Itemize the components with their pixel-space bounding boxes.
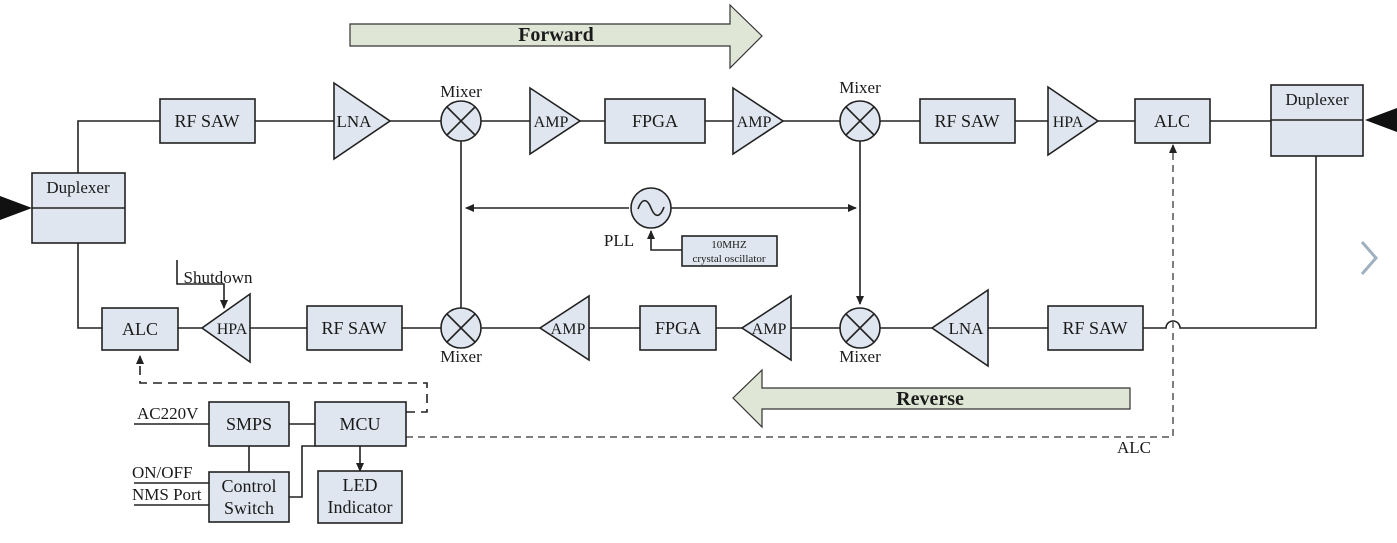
- svg-text:Mixer: Mixer: [839, 347, 881, 366]
- on-off-label: ON/OFF: [132, 463, 192, 482]
- svg-text:Mixer: Mixer: [839, 78, 881, 97]
- svg-text:RF SAW: RF SAW: [934, 111, 999, 131]
- svg-text:AMP: AMP: [534, 114, 569, 131]
- control-wires: [134, 423, 364, 506]
- mixer-forward-2: Mixer: [839, 78, 881, 142]
- input-port-arrow: [0, 196, 32, 220]
- chevron-right-icon[interactable]: [1360, 241, 1378, 275]
- svg-text:LNA: LNA: [949, 319, 985, 338]
- lna-reverse: LNA: [930, 288, 989, 368]
- alc-reverse: ALC: [101, 307, 179, 351]
- svg-text:crystal oscillator: crystal oscillator: [692, 253, 765, 265]
- svg-text:FPGA: FPGA: [655, 318, 701, 338]
- rf-saw-reverse-1: RF SAW: [306, 305, 403, 351]
- svg-text:10MHZ: 10MHZ: [711, 239, 747, 251]
- fpga-reverse: FPGA: [639, 305, 717, 351]
- svg-text:ALC: ALC: [1117, 438, 1151, 457]
- amp-reverse-2: AMP: [740, 294, 792, 362]
- led-indicator: LED Indicator: [317, 470, 403, 524]
- reverse-wires: [77, 156, 1317, 329]
- svg-text:Switch: Switch: [224, 498, 274, 518]
- svg-text:PLL: PLL: [604, 231, 634, 250]
- svg-text:Indicator: Indicator: [328, 497, 393, 517]
- alc-forward: ALC: [1134, 98, 1211, 144]
- shutdown-control: Shutdown: [176, 260, 253, 309]
- svg-text:RF SAW: RF SAW: [174, 111, 239, 131]
- smps: SMPS: [208, 401, 290, 447]
- duplexer-right: Duplexer: [1270, 84, 1364, 157]
- svg-text:Duplexer: Duplexer: [1285, 90, 1349, 109]
- svg-text:MCU: MCU: [339, 414, 380, 434]
- amp-forward-2: AMP: [732, 86, 785, 156]
- svg-text:RF SAW: RF SAW: [1062, 318, 1127, 338]
- ac-input-label: AC220V: [137, 404, 199, 423]
- rf-saw-reverse-2: RF SAW: [1047, 305, 1144, 351]
- svg-text:SMPS: SMPS: [226, 414, 272, 434]
- forward-arrow: Forward: [349, 3, 763, 70]
- svg-text:Control: Control: [221, 476, 276, 496]
- svg-text:FPGA: FPGA: [632, 111, 678, 131]
- svg-text:HPA: HPA: [217, 321, 248, 338]
- nms-port-label: NMS Port: [132, 485, 202, 504]
- control-switch: Control Switch: [208, 471, 290, 523]
- crystal-oscillator: 10MHZ crystal oscillator: [681, 235, 778, 267]
- rf-saw-forward-2: RF SAW: [919, 98, 1016, 144]
- svg-text:HPA: HPA: [1053, 114, 1084, 131]
- hpa-reverse: HPA: [200, 292, 251, 364]
- reverse-arrow: Reverse: [732, 368, 1131, 429]
- svg-text:RF SAW: RF SAW: [321, 318, 386, 338]
- svg-text:AMP: AMP: [752, 321, 787, 338]
- lo-wires: [460, 141, 864, 308]
- forward-label: Forward: [518, 24, 594, 46]
- mixer-forward-1: Mixer: [440, 82, 482, 142]
- svg-text:Shutdown: Shutdown: [184, 268, 253, 287]
- amp-reverse-1: AMP: [538, 294, 590, 362]
- reverse-label: Reverse: [896, 388, 964, 410]
- hpa-forward: HPA: [1047, 85, 1100, 157]
- mixer-reverse-1: Mixer: [440, 307, 482, 366]
- mcu: MCU: [314, 401, 407, 447]
- svg-text:LED: LED: [343, 475, 378, 495]
- pll: PLL: [604, 187, 672, 250]
- lna-forward: LNA: [333, 81, 392, 161]
- rf-saw-forward-1: RF SAW: [159, 98, 256, 144]
- output-port-arrow: [1365, 108, 1397, 132]
- svg-text:LNA: LNA: [337, 112, 373, 131]
- alc-dashed-feedback: ALC: [136, 144, 1177, 457]
- fpga-forward: FPGA: [604, 98, 706, 144]
- duplexer-left: Duplexer: [31, 172, 126, 244]
- svg-text:AMP: AMP: [551, 321, 586, 338]
- forward-wires: [77, 120, 1271, 173]
- mixer-reverse-2: Mixer: [839, 307, 881, 366]
- svg-text:Mixer: Mixer: [440, 82, 482, 101]
- svg-text:ALC: ALC: [1154, 111, 1190, 131]
- svg-text:ALC: ALC: [122, 319, 158, 339]
- svg-text:Mixer: Mixer: [440, 347, 482, 366]
- svg-text:Duplexer: Duplexer: [46, 178, 110, 197]
- svg-text:AMP: AMP: [737, 114, 772, 131]
- amp-forward-1: AMP: [529, 86, 582, 156]
